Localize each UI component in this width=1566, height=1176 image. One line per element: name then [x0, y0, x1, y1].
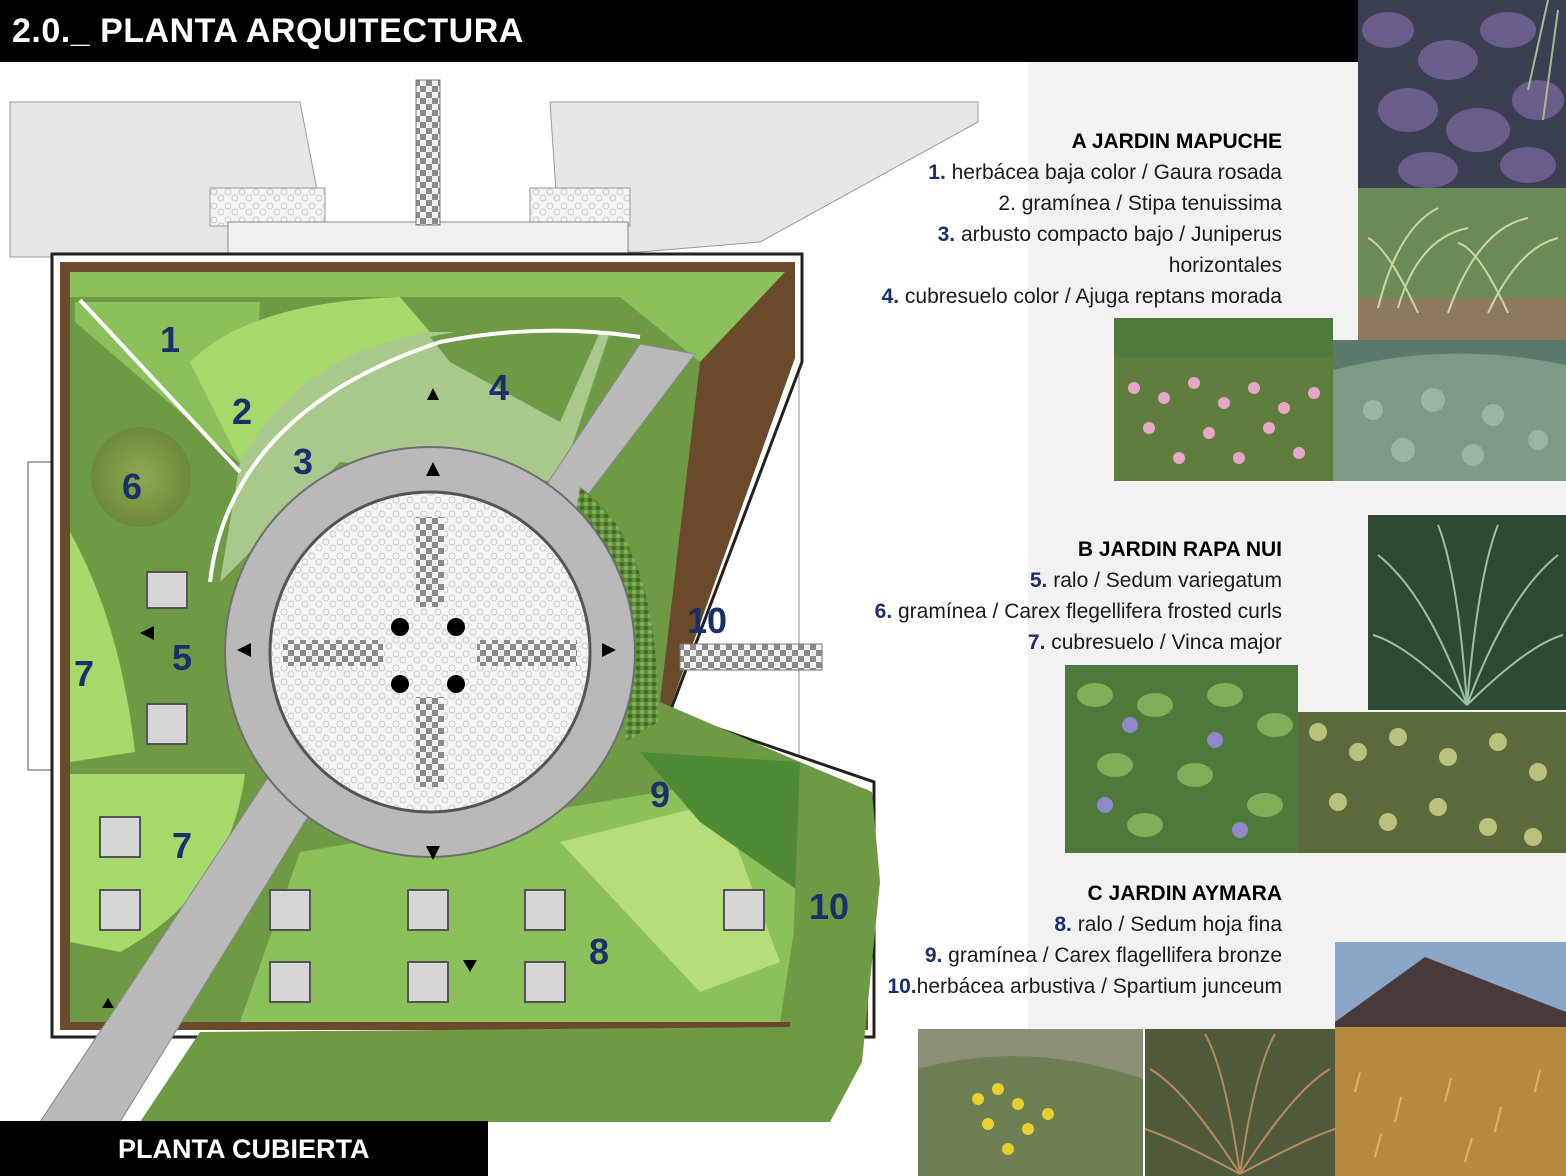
photo-spartium — [918, 1029, 1143, 1176]
legend-item: 10.herbácea arbustiva / Spartium junceum — [887, 975, 1282, 998]
bench — [146, 571, 188, 609]
arrow-icon — [602, 643, 616, 657]
bench — [146, 703, 188, 745]
photo-stipa — [1358, 188, 1566, 340]
zone-label: 7 — [172, 825, 192, 866]
fountain-jet — [447, 675, 465, 693]
bench — [723, 889, 765, 931]
photo-gaura — [1114, 318, 1333, 481]
fountain-jet — [447, 618, 465, 636]
entry-step — [227, 221, 629, 255]
bench — [524, 961, 566, 1003]
zone-label: 6 — [122, 466, 142, 507]
footer-title: PLANTA CUBIERTA — [118, 1134, 370, 1164]
bench — [407, 889, 449, 931]
bench — [524, 889, 566, 931]
legend-item: horizontales — [1168, 254, 1282, 277]
zone-label: 10 — [687, 600, 727, 641]
zone-label: 4 — [489, 367, 509, 408]
photo-juniperus — [1333, 340, 1566, 481]
lawn-zone-10 — [140, 762, 880, 1122]
arrow-icon — [140, 626, 154, 640]
bench — [269, 889, 311, 931]
arrow-icon — [102, 998, 114, 1008]
divider-arc — [208, 328, 641, 583]
bench — [99, 816, 141, 858]
zone-label: 8 — [589, 931, 609, 972]
photo-vinca — [1065, 665, 1298, 853]
fountain-jet — [391, 675, 409, 693]
east-walkway — [679, 643, 823, 671]
divider-line — [78, 298, 242, 474]
plaza-center — [268, 490, 592, 814]
lawn-zone-7a — [70, 532, 135, 762]
lawn-zone-8-stripe — [560, 802, 780, 992]
legend-item: 1. herbácea baja color / Gaura rosada — [928, 161, 1282, 184]
legend-item: 6. gramínea / Carex flegellifera frosted… — [874, 600, 1282, 623]
legend-heading: C JARDIN AYMARA — [1087, 882, 1282, 905]
zone-label: 9 — [650, 774, 670, 815]
legend-mapuche: A JARDIN MAPUCHE 1. herbácea baja color … — [882, 126, 1282, 312]
bench — [99, 889, 141, 931]
photo-sedum-variegatum — [1298, 712, 1566, 853]
side-bench — [27, 461, 53, 771]
legend-item: 7. cubresuelo / Vinca major — [1027, 631, 1282, 654]
lawn-zone-9 — [640, 752, 800, 892]
planter-left — [209, 187, 326, 227]
zone-label: 10 — [809, 886, 849, 927]
legend-item: 4. cubresuelo color / Ajuga reptans mora… — [881, 285, 1282, 308]
zone-label: 2 — [232, 391, 252, 432]
legend-background — [1028, 62, 1360, 1176]
title-bar: 2.0._ PLANTA ARQUITECTURA — [0, 0, 1358, 62]
legend-item: 3. arbusto compacto bajo / Juniperus — [937, 223, 1282, 246]
site-plan: 1 2 3 4 5 6 7 7 8 9 10 10 — [9, 79, 979, 1122]
zone-label: 7 — [74, 653, 94, 694]
bench — [269, 961, 311, 1003]
bench — [407, 961, 449, 1003]
lawn-zone-2 — [190, 297, 430, 462]
footer-bar — [0, 1121, 488, 1176]
north-walkway — [415, 79, 441, 226]
photo-ajuga — [1358, 0, 1566, 188]
shrub-6 — [91, 427, 191, 527]
arrow-icon — [463, 960, 477, 972]
photo-carex-frosted — [1368, 515, 1566, 710]
legend-item: 8. ralo / Sedum hoja fina — [1054, 913, 1282, 936]
arrow-icon — [427, 388, 439, 400]
arrow-icon — [426, 846, 440, 860]
hedge-curve — [575, 487, 659, 742]
fountain-jet — [391, 618, 409, 636]
legend-item: 5. ralo / Sedum variegatum — [1029, 569, 1282, 592]
legend-item: 2. gramínea / Stipa tenuissima — [998, 192, 1282, 215]
lawn-zone-4 — [430, 327, 600, 422]
legend-heading: A JARDIN MAPUCHE — [1071, 130, 1282, 153]
legend-item: 9. gramínea / Carex flagellifera bronze — [924, 944, 1282, 967]
lawn-1 — [70, 272, 785, 362]
plaza-axis-w — [283, 640, 383, 666]
zone-label: 3 — [293, 441, 313, 482]
zone-label: 5 — [172, 637, 192, 678]
photo-altiplano — [1335, 942, 1566, 1176]
plaza-axis-e — [477, 640, 577, 666]
legend-rapa-nui: B JARDIN RAPA NUI 5. ralo / Sedum varieg… — [875, 534, 1282, 658]
planter-right — [529, 187, 631, 227]
arrow-icon — [426, 462, 440, 476]
plaza-axis-s — [416, 697, 444, 787]
zone-label: 1 — [160, 319, 180, 360]
legend-aymara: C JARDIN AYMARA 8. ralo / Sedum hoja fin… — [887, 878, 1282, 1002]
plaza-axis-n — [416, 517, 444, 607]
page-title: 2.0._ PLANTA ARQUITECTURA — [12, 12, 524, 50]
frame-line — [798, 262, 800, 802]
photo-carex-bronze — [1145, 1029, 1335, 1176]
arrow-icon — [237, 643, 251, 657]
legend-heading: B JARDIN RAPA NUI — [1077, 538, 1282, 561]
